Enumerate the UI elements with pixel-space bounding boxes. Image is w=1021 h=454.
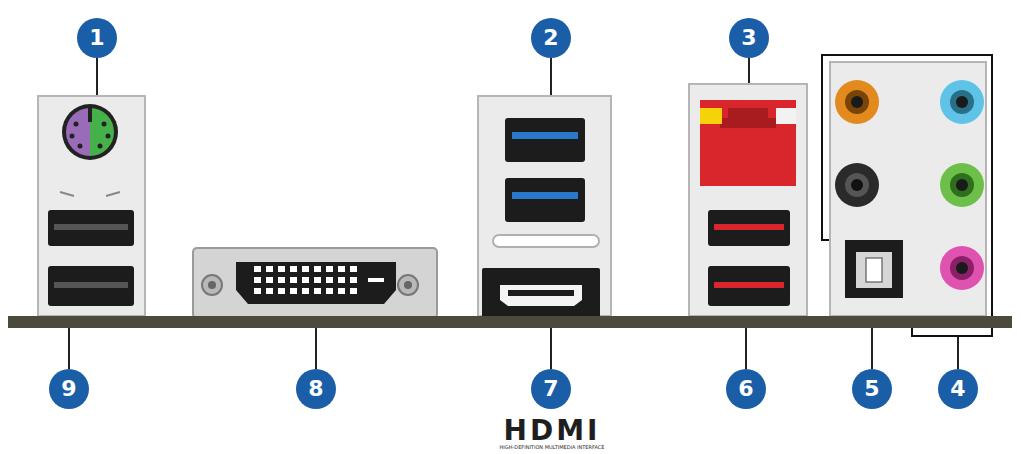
callout-circle: 2 [531,18,571,58]
callout-circle: 7 [531,369,571,409]
callout-circle: 5 [852,369,892,409]
callout-number: 3 [741,27,756,49]
callout-number: 7 [543,378,558,400]
ps2-usb-panel [38,96,145,316]
callout-circle: 8 [296,369,336,409]
callout-number: 9 [61,378,76,400]
callout-number: 8 [308,378,323,400]
base-strip [8,316,1012,328]
callout-circle: 4 [938,369,978,409]
dvi-port [193,248,437,318]
callout-circle: 3 [729,18,769,58]
usb3-hdmi-panel [478,96,611,318]
callout-number: 1 [89,27,104,49]
callout-number: 2 [543,27,558,49]
callout-circle: 9 [49,369,89,409]
hdmi-logo: HDMI [504,414,601,447]
callout-circle: 6 [726,369,766,409]
hdmi-subtitle: HIGH-DEFINITION MULTIMEDIA INTERFACE [500,444,605,450]
callout-circle: 1 [77,18,117,58]
callout-number: 5 [864,378,879,400]
audio-panel [830,62,986,316]
lan-usb-panel [689,84,807,316]
audio-bracket [822,55,992,336]
callout-number: 4 [950,378,965,400]
callout-number: 6 [738,378,753,400]
